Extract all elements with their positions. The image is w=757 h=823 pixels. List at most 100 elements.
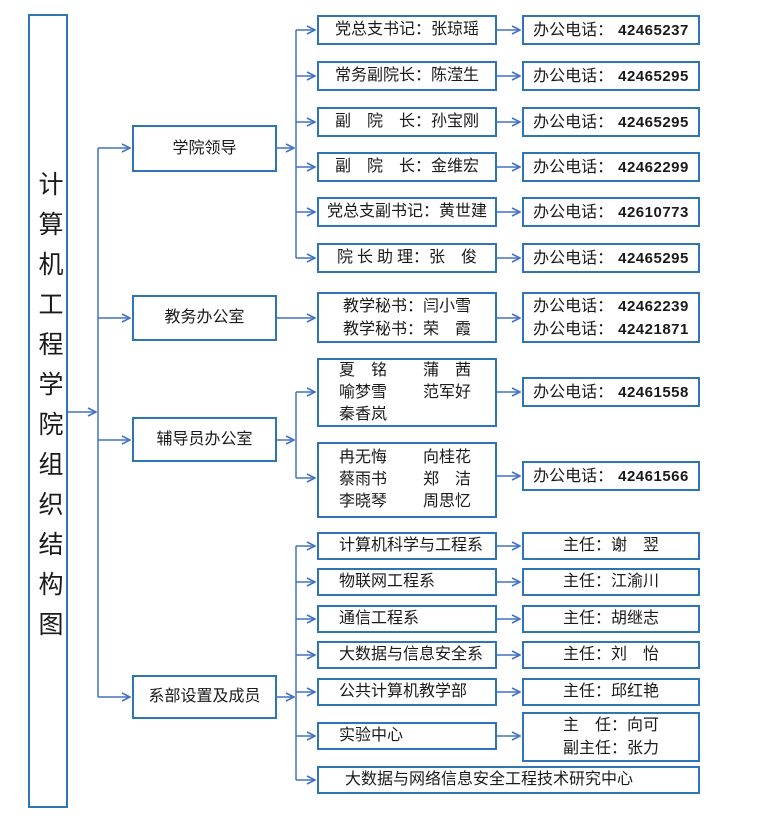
counselor-name: 冉无悔 (339, 449, 388, 466)
branch-box-departments: 系部设置及成员 (132, 675, 277, 719)
department-head: 主任：谢 翌 (562, 537, 659, 555)
department-head-box: 主任：胡继志 (522, 605, 700, 633)
department-head-box: 主 任：向可 副主任：张力 (522, 712, 700, 762)
phone-line: 办公电话：42465237 (533, 19, 689, 42)
department-head: 主任：江渝川 (562, 573, 659, 591)
phone-label: 办公电话： (533, 67, 614, 85)
branch-box-leadership: 学院领导 (132, 125, 277, 172)
phone-line: 办公电话：42465295 (533, 111, 689, 134)
department-box: 大数据与信息安全系 (317, 641, 497, 669)
phone-label: 办公电话： (533, 113, 614, 131)
phone-line: 办公电话：42462239 (533, 295, 689, 318)
leader-phone-box: 办公电话：42462299 (522, 152, 700, 182)
branch-label: 辅导员办公室 (156, 430, 253, 448)
department-head-box: 主任：邱红艳 (522, 678, 700, 706)
department-head: 主任：邱红艳 (562, 683, 659, 701)
department-name: 计算机科学与工程系 (339, 537, 484, 555)
branch-label: 系部设置及成员 (148, 688, 261, 706)
root-title-box: 计算机工程学院组织结构图 (28, 14, 68, 808)
counselor-name: 周思忆 (423, 493, 472, 510)
counselor-phone-box: 办公电话：42461566 (522, 461, 700, 491)
department-head: 主 任：向可 (562, 717, 659, 734)
department-head-box: 主任：谢 翌 (522, 532, 700, 560)
counselor-phone-box: 办公电话：42461558 (522, 377, 700, 407)
counselor-name: 秦香岚 (339, 405, 388, 423)
leader-phone-box: 办公电话：42465295 (522, 61, 700, 91)
department-head: 主任：胡继志 (562, 610, 659, 628)
department-name: 通信工程系 (339, 610, 420, 628)
research-center-box: 大数据与网络信息安全工程技术研究中心 (317, 766, 700, 794)
counselor-row: 夏 铭 蒲 茜 (319, 360, 495, 382)
department-box: 通信工程系 (317, 605, 497, 633)
department-name: 公共计算机教学部 (339, 683, 468, 701)
department-head: 副主任：张力 (562, 740, 659, 757)
leader-title-box: 常务副院长：陈滢生 (317, 61, 497, 91)
phone-number: 42461558 (618, 383, 689, 401)
secretary-line: 教学秘书：闫小雪 (342, 297, 471, 315)
leader-title-box: 副 院 长：孙宝刚 (317, 107, 497, 137)
leader-title: 党总支副书记：黄世建 (326, 203, 487, 221)
counselor-name: 向桂花 (423, 449, 472, 466)
phone-label: 办公电话： (533, 158, 614, 176)
counselor-row: 蔡雨书 郑 洁 (319, 469, 495, 491)
leader-title-box: 党总支书记：张琼瑶 (317, 15, 497, 45)
counselor-name: 郑 洁 (423, 471, 472, 488)
department-box: 计算机科学与工程系 (317, 532, 497, 560)
leader-title: 副 院 长：孙宝刚 (334, 113, 479, 131)
phone-label: 办公电话： (533, 249, 614, 267)
phone-number: 42465237 (618, 21, 689, 39)
department-name: 实验中心 (339, 727, 404, 745)
phone-label: 办公电话： (533, 383, 614, 401)
phone-number: 42610773 (618, 203, 689, 221)
department-head: 主任：刘 怡 (562, 646, 659, 664)
leader-title: 院 长 助 理：张 俊 (336, 249, 477, 267)
leader-title-box: 党总支副书记：黄世建 (317, 197, 497, 227)
department-box: 公共计算机教学部 (317, 678, 497, 706)
phone-number: 42462299 (618, 158, 689, 176)
phone-number: 42465295 (618, 249, 689, 267)
counselor-row: 秦香岚 (319, 404, 495, 426)
phone-label: 办公电话： (533, 467, 614, 485)
counselor-name: 李晓琴 (339, 493, 388, 510)
phone-line: 办公电话：42465295 (533, 65, 689, 88)
research-center-name: 大数据与网络信息安全工程技术研究中心 (345, 771, 634, 789)
counselor-row: 冉无悔 向桂花 (319, 447, 495, 469)
phone-number: 42461566 (618, 467, 689, 485)
leader-title: 常务副院长：陈滢生 (334, 67, 479, 85)
counselor-row: 喻梦雪 范军好 (319, 382, 495, 404)
department-box: 实验中心 (317, 722, 497, 750)
phone-label: 办公电话： (533, 297, 614, 315)
secretary-phone-box: 办公电话：42462239 办公电话：42421871 (522, 292, 700, 343)
leader-title-box: 院 长 助 理：张 俊 (317, 243, 497, 273)
department-head-box: 主任：江渝川 (522, 568, 700, 596)
counselor-name: 喻梦雪 (339, 383, 388, 401)
phone-line: 办公电话：42461558 (533, 381, 689, 404)
leader-phone-box: 办公电话：42465295 (522, 107, 700, 137)
counselor-group-box: 冉无悔 向桂花 蔡雨书 郑 洁 李晓琴 周思忆 (317, 442, 497, 518)
department-name: 大数据与信息安全系 (339, 646, 484, 664)
phone-line: 办公电话：42421871 (533, 318, 689, 341)
phone-number: 42465295 (618, 113, 689, 131)
phone-label: 办公电话： (533, 203, 614, 221)
phone-number: 42462239 (618, 297, 689, 315)
branch-box-academic-office: 教务办公室 (132, 295, 277, 341)
phone-line: 办公电话：42465295 (533, 247, 689, 270)
phone-line: 办公电话：42461566 (533, 465, 689, 488)
phone-number: 42421871 (618, 320, 689, 338)
counselor-name: 范军好 (423, 383, 472, 401)
phone-line: 办公电话：42462299 (533, 156, 689, 179)
root-title: 计算机工程学院组织结构图 (35, 171, 62, 651)
counselor-row: 李晓琴 周思忆 (319, 491, 495, 513)
counselor-name: 夏 铭 (339, 361, 388, 379)
counselor-group-box: 夏 铭 蒲 茜 喻梦雪 范军好 秦香岚 (317, 358, 497, 427)
secretary-box: 教学秘书：闫小雪 教学秘书：荣 霞 (317, 292, 497, 343)
leader-phone-box: 办公电话：42465237 (522, 15, 700, 45)
phone-number: 42465295 (618, 67, 689, 85)
phone-line: 办公电话：42610773 (533, 201, 689, 224)
department-name: 物联网工程系 (339, 573, 436, 591)
leader-title: 副 院 长：金维宏 (334, 158, 479, 176)
branch-label: 学院领导 (172, 139, 237, 157)
secretary-line: 教学秘书：荣 霞 (342, 320, 471, 338)
leader-phone-box: 办公电话：42610773 (522, 197, 700, 227)
